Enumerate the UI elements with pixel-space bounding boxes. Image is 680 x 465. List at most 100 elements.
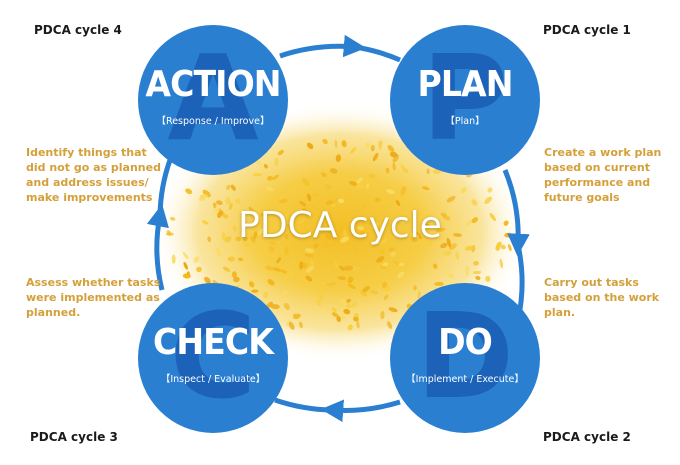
grain-pellet (316, 298, 321, 307)
grain-pellet (378, 141, 382, 151)
grain-pellet (319, 237, 328, 243)
grain-pellet (216, 200, 223, 206)
grain-pellet (325, 184, 330, 189)
grain-pellet (400, 164, 407, 173)
grain-pellet (268, 245, 275, 253)
grain-pellet (215, 247, 222, 257)
grain-pellet (288, 321, 295, 330)
grain-pellet (343, 265, 354, 271)
grain-pellet (453, 233, 462, 237)
grain-pellet (370, 290, 379, 295)
arrow-do-to-check (320, 399, 401, 422)
grain-pellet (349, 180, 357, 186)
grain-pellet (342, 229, 347, 238)
grain-pellet (221, 232, 227, 242)
grain-pellet (465, 219, 472, 227)
grain-pellet (283, 302, 290, 310)
grain-pellet (382, 262, 389, 267)
grain-pellet (230, 184, 236, 191)
grain-pellet (323, 242, 329, 249)
grain-pellet (421, 186, 430, 191)
grain-pellet (248, 206, 256, 215)
grain-pellet (337, 198, 344, 204)
grain-pellet (413, 285, 417, 291)
grain-pellet (357, 155, 365, 162)
do-big-letter: D (416, 287, 514, 425)
grain-pellet (284, 245, 289, 256)
grain-pellet (390, 251, 396, 257)
grain-pellet (347, 276, 354, 284)
grain-pellet (347, 324, 353, 331)
grain-pellet (298, 321, 303, 329)
grain-pellet (222, 213, 229, 219)
grain-pellet (443, 270, 450, 274)
grain-pellet (231, 271, 237, 279)
grain-pellet (340, 236, 349, 243)
grain-pellet (292, 313, 301, 319)
grain-pellet (400, 219, 407, 224)
grain-pellet (313, 243, 319, 249)
grain-pellet (433, 274, 440, 280)
grain-pellet (416, 232, 422, 240)
grain-pellet (455, 251, 460, 260)
grain-pellet (370, 145, 375, 152)
grain-pellet (242, 241, 252, 248)
grain-pellet (355, 248, 359, 254)
grain-pellet (426, 241, 434, 247)
grain-pellet (199, 194, 207, 202)
grain-pellet (253, 231, 258, 240)
grain-pellet (464, 245, 474, 251)
action-subtitle: 【Response / Improve】 (156, 116, 270, 127)
grain-pellet (500, 244, 506, 250)
check-node: C CHECK 【Inspect / Evaluate】 (138, 283, 288, 433)
do-description: Carry out tasks based on the work plan. (544, 276, 660, 319)
grain-pellet (212, 202, 217, 209)
grain-pellet (183, 261, 188, 270)
grain-pellet (339, 265, 345, 271)
grain-pellet (284, 234, 289, 240)
grain-pellet (307, 193, 312, 202)
grain-pellet (374, 197, 381, 203)
grain-pellet (443, 250, 452, 256)
grain-pellet (274, 157, 279, 167)
grain-pellet (222, 266, 231, 272)
grain-pellet (465, 265, 470, 276)
grain-pellet (448, 243, 457, 250)
grain-pellet (332, 312, 339, 318)
grain-pellet (351, 266, 360, 271)
grain-pellet (455, 224, 461, 230)
grain-pellet (299, 261, 304, 270)
grain-pellet (334, 139, 338, 149)
grain-pellet (326, 282, 337, 287)
grain-pellet (289, 271, 294, 278)
grain-pellet (395, 199, 401, 207)
grain-pellet (202, 220, 209, 225)
grain-pellet (350, 147, 357, 154)
grain-pellet (312, 192, 320, 198)
grain-pellet (260, 213, 268, 217)
center-title: PDCA cycle (238, 205, 442, 246)
grain-pellet (389, 151, 398, 158)
arrow-action-to-plan (279, 34, 367, 59)
grain-pellet (305, 265, 314, 273)
grain-pellet (165, 232, 174, 236)
grain-pellet (282, 213, 289, 222)
grain-pellet (319, 294, 324, 302)
check-big-letter: C (169, 287, 257, 425)
grain-pellet (241, 185, 250, 190)
grain-pellet (365, 183, 370, 190)
grain-pellet (387, 321, 393, 329)
grain-pellet (339, 298, 344, 304)
do-node: D DO 【Implement / Execute】 (390, 283, 540, 433)
corner-label-cycle-4: PDCA cycle 4 (34, 23, 122, 37)
grain-pellet (471, 217, 479, 224)
grain-pellet (170, 216, 176, 221)
grain-pellet (361, 202, 366, 210)
grain-pellet (392, 162, 396, 171)
grain-pellet (310, 259, 314, 267)
grain-pellet (380, 310, 385, 320)
grain-pellet (301, 178, 310, 186)
grain-pellet (495, 241, 502, 250)
grain-pellet (225, 197, 231, 205)
grain-pellet (228, 202, 233, 211)
